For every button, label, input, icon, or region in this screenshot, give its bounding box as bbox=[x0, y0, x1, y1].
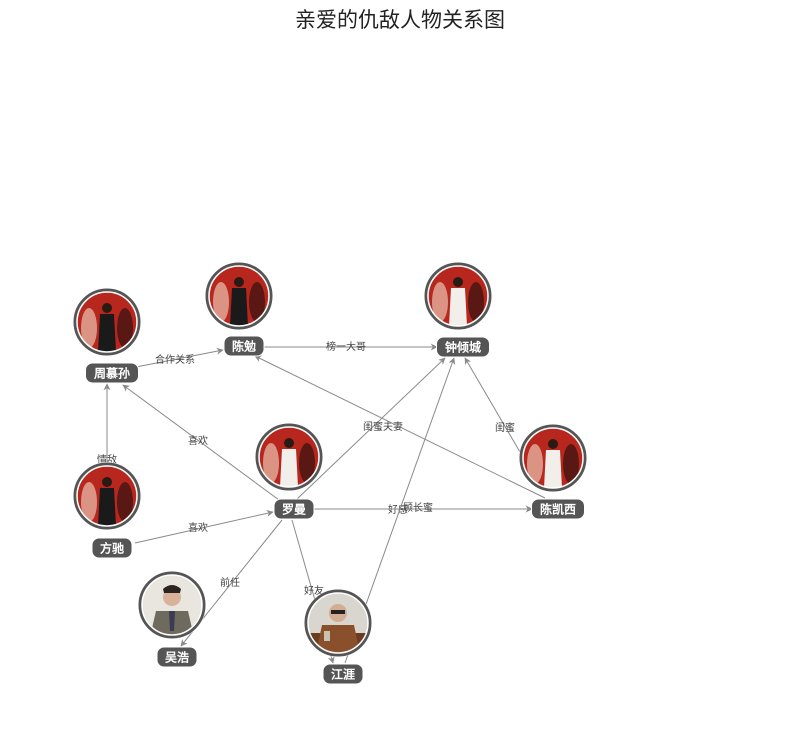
body-shape bbox=[544, 450, 562, 488]
node-label-pill bbox=[85, 362, 139, 384]
avatar-ring bbox=[424, 262, 492, 330]
avatar-photo bbox=[428, 266, 488, 326]
avatar-inner-ring bbox=[522, 427, 584, 489]
node-chenmian[interactable]: 陈勉 bbox=[205, 262, 273, 357]
edge-label: 闺蜜 bbox=[495, 421, 515, 434]
avatar-photo bbox=[77, 466, 137, 526]
head-shape bbox=[234, 277, 244, 287]
avatar-ring bbox=[138, 571, 206, 639]
avatar-inner-ring bbox=[76, 465, 138, 527]
edge-label: 前任 bbox=[220, 576, 240, 589]
avatar-photo bbox=[142, 575, 202, 635]
head-shape bbox=[102, 477, 112, 487]
avatar-photo bbox=[259, 427, 319, 487]
tie-shape bbox=[169, 611, 175, 631]
figure-shape bbox=[117, 482, 133, 522]
avatar-photo bbox=[523, 428, 583, 488]
figure-shape bbox=[563, 444, 579, 484]
node-fangchi[interactable]: 方驰 bbox=[73, 462, 141, 559]
avatar-photo bbox=[77, 292, 137, 352]
edge-fangchi-luoman bbox=[134, 509, 274, 544]
figure-shape bbox=[81, 308, 97, 348]
node-wuhao[interactable]: 吴浩 bbox=[138, 571, 206, 668]
head-shape bbox=[102, 303, 112, 313]
avatar-ring bbox=[255, 423, 323, 491]
node-label: 江涯 bbox=[331, 667, 355, 682]
node-jiangya[interactable]: 江涯 bbox=[304, 589, 372, 685]
node-label: 方驰 bbox=[100, 541, 124, 556]
node-label-pill bbox=[273, 498, 315, 520]
edge-chenkaixi-chenmian bbox=[254, 355, 546, 499]
edge-label: 喜欢 bbox=[188, 434, 208, 447]
figure-shape bbox=[432, 282, 448, 322]
glasses-shape bbox=[331, 610, 345, 614]
node-label-pill bbox=[156, 646, 198, 668]
figure-shape bbox=[468, 282, 484, 322]
avatar-ring bbox=[73, 462, 141, 530]
head-shape bbox=[548, 439, 558, 449]
body-shape bbox=[449, 288, 467, 326]
node-label: 钟倾城 bbox=[445, 340, 481, 355]
head-shape bbox=[453, 277, 463, 287]
node-label: 陈勉 bbox=[232, 339, 256, 354]
node-label: 罗曼 bbox=[282, 502, 306, 517]
body-shape bbox=[98, 314, 116, 352]
cup-shape bbox=[324, 631, 330, 641]
figure-shape bbox=[249, 282, 265, 322]
edge-label: 闺蜜夫妻 bbox=[363, 420, 403, 433]
avatar-ring bbox=[519, 424, 587, 492]
avatar-photo bbox=[308, 593, 368, 653]
body-shape bbox=[98, 488, 116, 526]
edge-label: 顾长蜜 bbox=[403, 501, 433, 514]
edge-label: 合作关系 bbox=[155, 353, 195, 366]
body-shape bbox=[280, 449, 298, 487]
figure-shape bbox=[117, 308, 133, 348]
figure-shape bbox=[299, 443, 315, 483]
edge-luoman-zhongqingcheng bbox=[295, 357, 446, 501]
node-zhoumusun[interactable]: 周慕孙 bbox=[73, 288, 141, 384]
edge-label: 喜欢 bbox=[188, 521, 208, 534]
avatar-inner-ring bbox=[307, 592, 369, 654]
body-shape bbox=[230, 288, 248, 326]
figure-shape bbox=[81, 482, 97, 522]
avatar-inner-ring bbox=[258, 426, 320, 488]
node-label: 陈凯西 bbox=[540, 502, 576, 517]
node-chenkaixi[interactable]: 陈凯西 bbox=[519, 424, 587, 520]
hair-shape bbox=[163, 585, 181, 593]
avatar-ring bbox=[73, 288, 141, 356]
figure-shape bbox=[213, 282, 229, 322]
avatar-inner-ring bbox=[208, 265, 270, 327]
node-zhongqingcheng[interactable]: 钟倾城 bbox=[424, 262, 492, 358]
node-label-pill bbox=[91, 537, 133, 559]
edge-label: 好友 bbox=[304, 584, 324, 597]
figure-shape bbox=[527, 444, 543, 484]
node-luoman[interactable]: 罗曼 bbox=[255, 423, 323, 520]
avatar-photo bbox=[209, 266, 269, 326]
edge-label: 榜一大哥 bbox=[326, 340, 366, 353]
figure-shape bbox=[263, 443, 279, 483]
edge-zhoumusun-chenmian bbox=[135, 347, 224, 368]
node-label-pill bbox=[322, 663, 364, 685]
node-label-pill bbox=[223, 335, 265, 357]
node-label-pill bbox=[436, 336, 490, 358]
avatar-inner-ring bbox=[427, 265, 489, 327]
node-label: 吴浩 bbox=[165, 650, 189, 665]
node-label: 周慕孙 bbox=[94, 366, 130, 381]
edge-luoman-zhoumusun bbox=[122, 384, 280, 501]
diagram-title: 亲爱的仇敌人物关系图 bbox=[295, 8, 505, 32]
avatar-ring bbox=[304, 589, 372, 657]
avatar-inner-ring bbox=[141, 574, 203, 636]
head-shape bbox=[284, 438, 294, 448]
avatar-ring bbox=[205, 262, 273, 330]
node-label-pill bbox=[531, 498, 585, 520]
avatar-inner-ring bbox=[76, 291, 138, 353]
edge-chenkaixi-zhongqingcheng bbox=[464, 357, 521, 453]
